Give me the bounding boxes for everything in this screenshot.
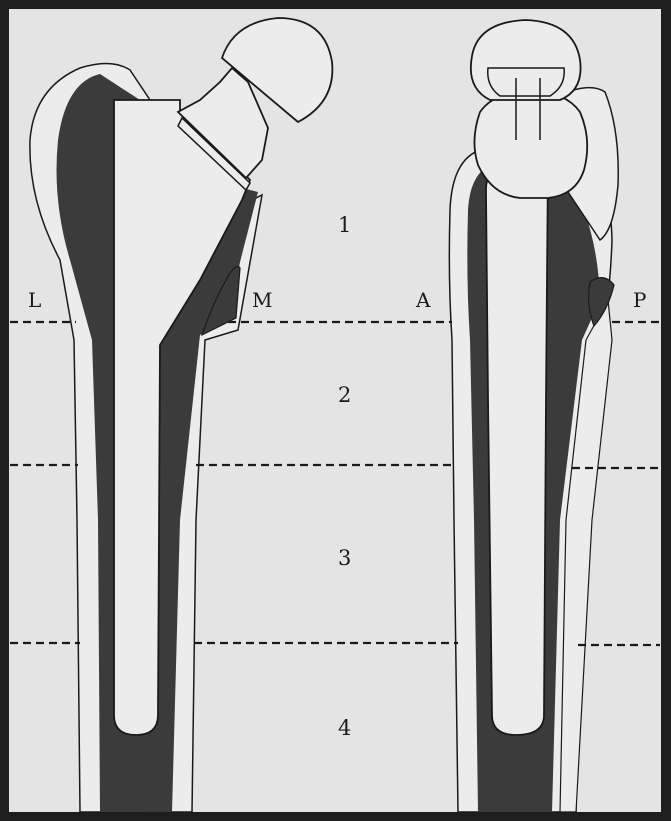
label-lateral: L — [28, 288, 41, 312]
label-posterior: P — [633, 288, 646, 312]
zone-label-3: 3 — [338, 546, 351, 570]
zone-label-2: 2 — [338, 383, 351, 407]
lat-taper — [488, 68, 564, 96]
label-anterior: A — [415, 288, 431, 312]
zone-label-4: 4 — [338, 716, 351, 740]
lat-prosthesis-stem — [486, 160, 548, 735]
lat-neck-block — [474, 90, 587, 198]
zone-label-1: 1 — [338, 213, 351, 237]
label-medial: M — [252, 288, 272, 312]
